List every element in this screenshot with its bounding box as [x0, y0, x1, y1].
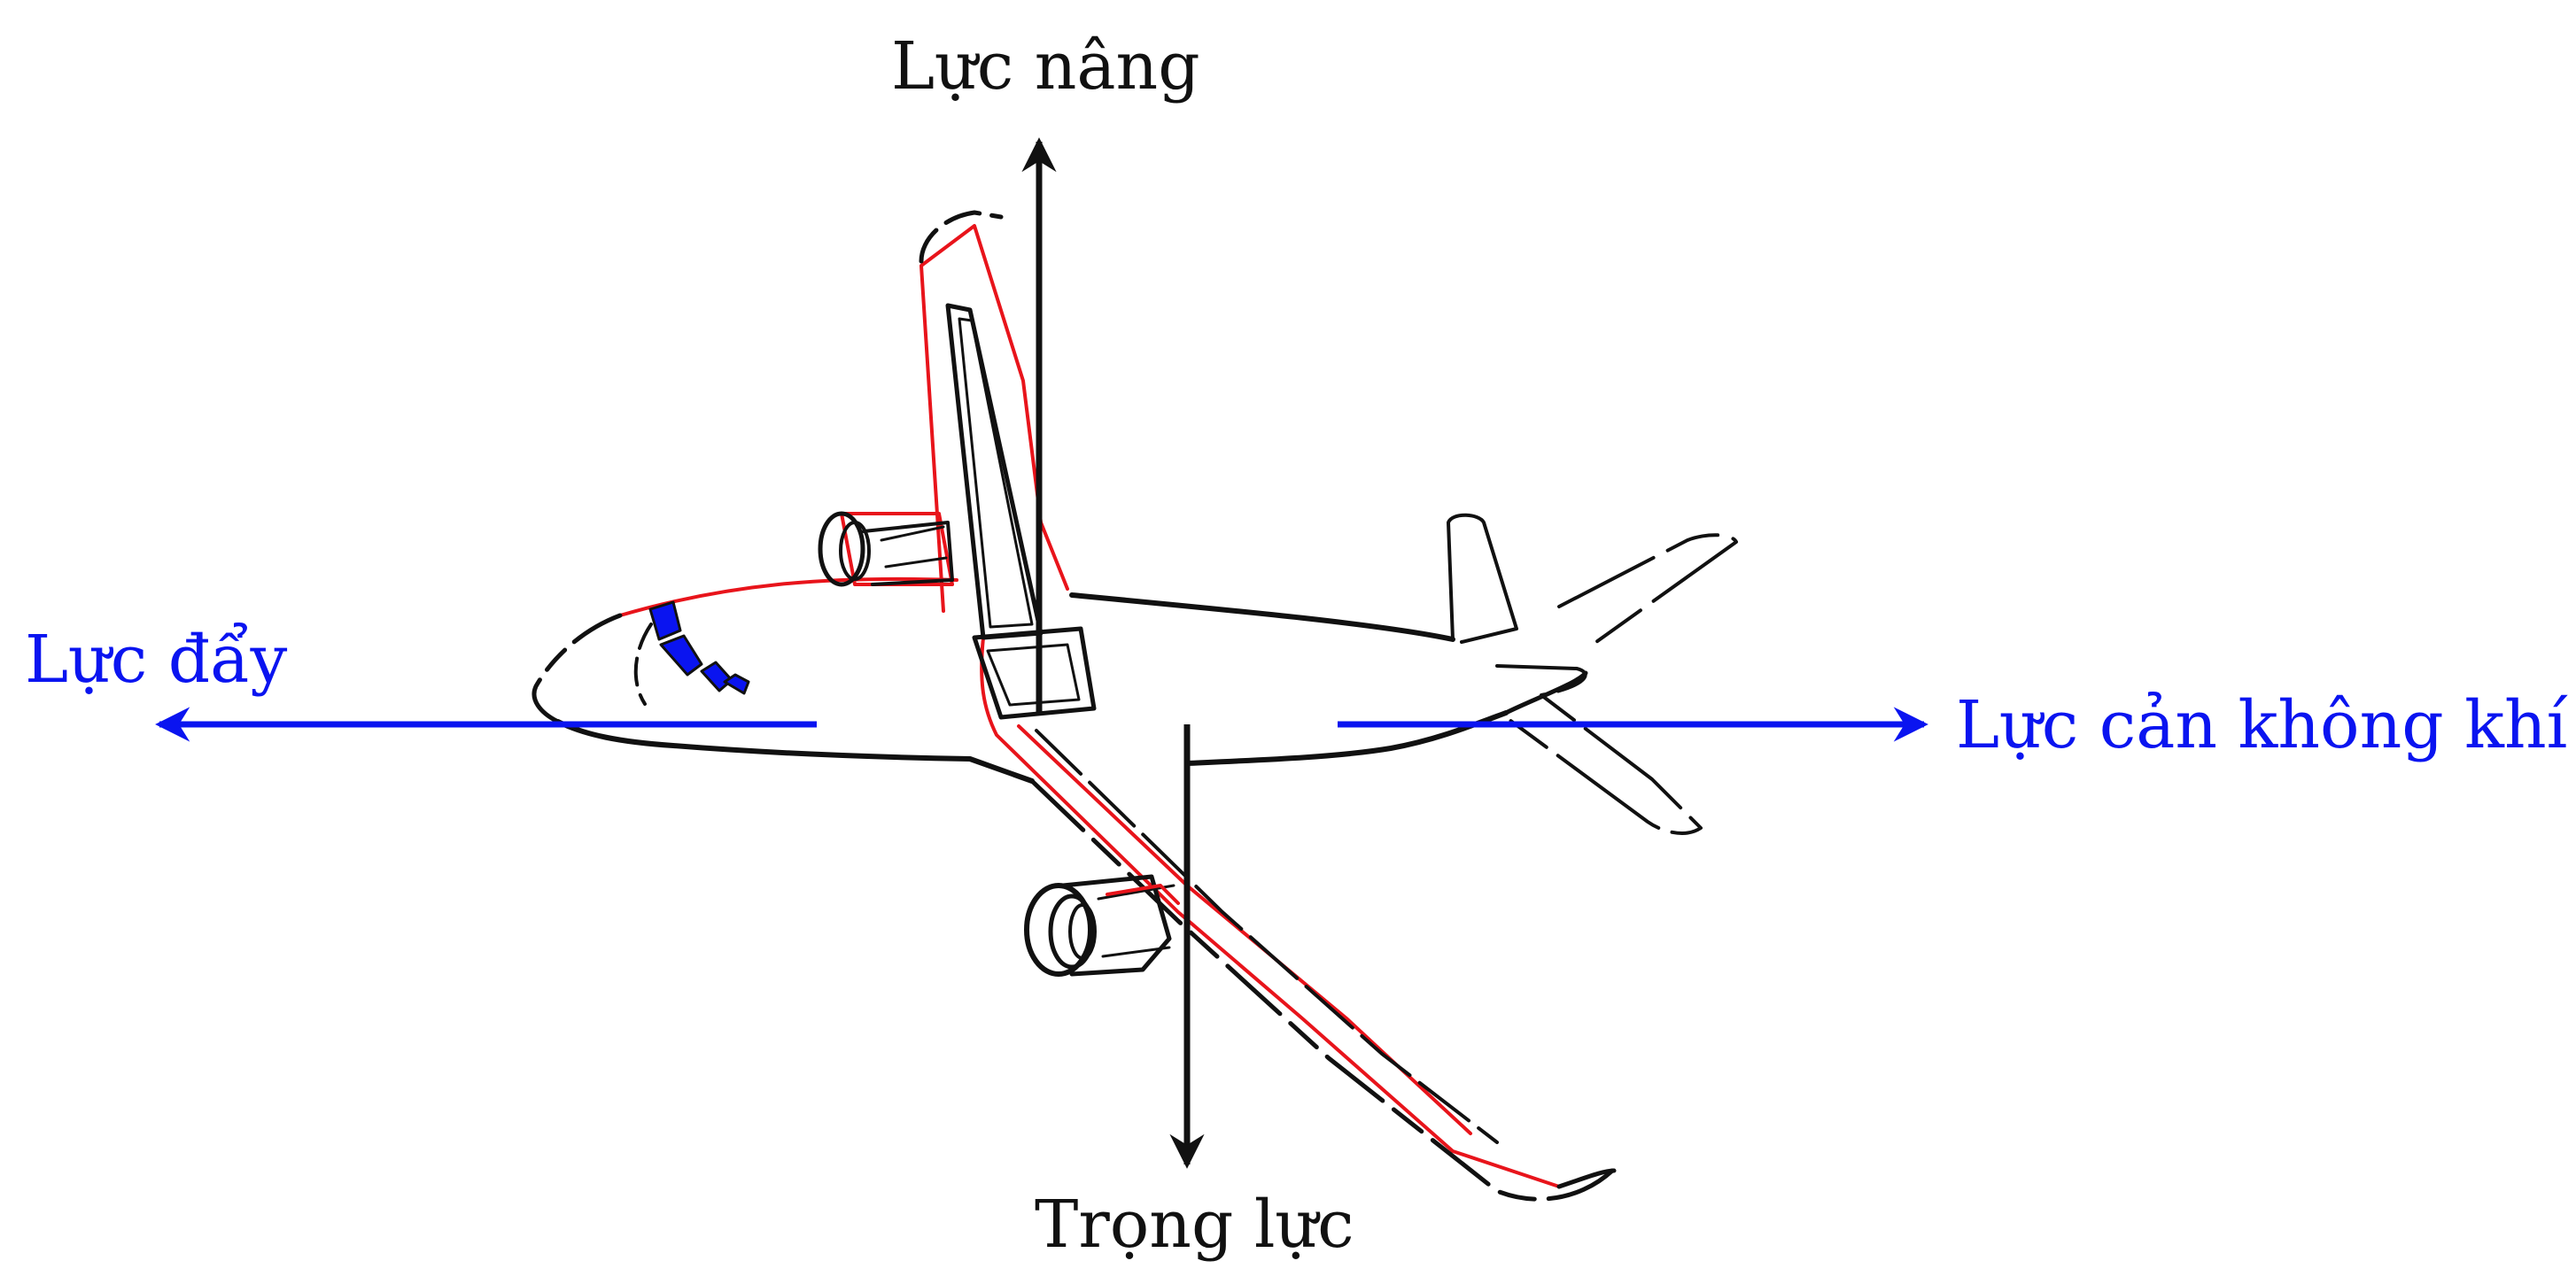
near-wing-flap: [972, 626, 1097, 720]
near-wing-leading-edge: [1029, 778, 1615, 1202]
near-wing-trim-outer: [980, 636, 1561, 1188]
near-stabilizer: [1495, 664, 1703, 835]
near-engine-icon: [1024, 874, 1180, 977]
far-engine-icon: [818, 511, 954, 587]
far-wing-flap-inner: [958, 317, 1034, 629]
thrust-label: Lực đẩy: [25, 622, 288, 698]
near-wing-trim-inner: [1017, 724, 1472, 1135]
drag-label: Lực cản không khí: [1956, 687, 2568, 763]
near-wing-tip: [1556, 1168, 1617, 1189]
airplane-icon: [531, 210, 1738, 1202]
tail-fin: [1447, 513, 1518, 644]
near-wing-flap-inner: [986, 643, 1081, 707]
far-stabilizer: [1557, 533, 1738, 648]
near-wing-spar: [1035, 729, 1499, 1144]
fuselage-nose: [531, 613, 623, 724]
cockpit-window-1: [648, 600, 682, 641]
weight-label: Trọng lực: [1035, 1187, 1354, 1263]
cockpit-window-2: [659, 634, 703, 677]
cockpit-window-4: [723, 673, 750, 695]
lift-label: Lực nâng: [891, 28, 1200, 104]
far-wing-trim: [919, 224, 1069, 613]
cockpit-window-3: [700, 661, 733, 692]
far-wing-outline: [919, 210, 1004, 264]
fuselage-belly: [555, 719, 1035, 784]
cockpit-frame: [633, 623, 653, 706]
fuselage-top-outline: [1069, 592, 1455, 642]
fuselage-belly-rear: [1184, 710, 1509, 766]
tail-cone: [1503, 670, 1588, 715]
